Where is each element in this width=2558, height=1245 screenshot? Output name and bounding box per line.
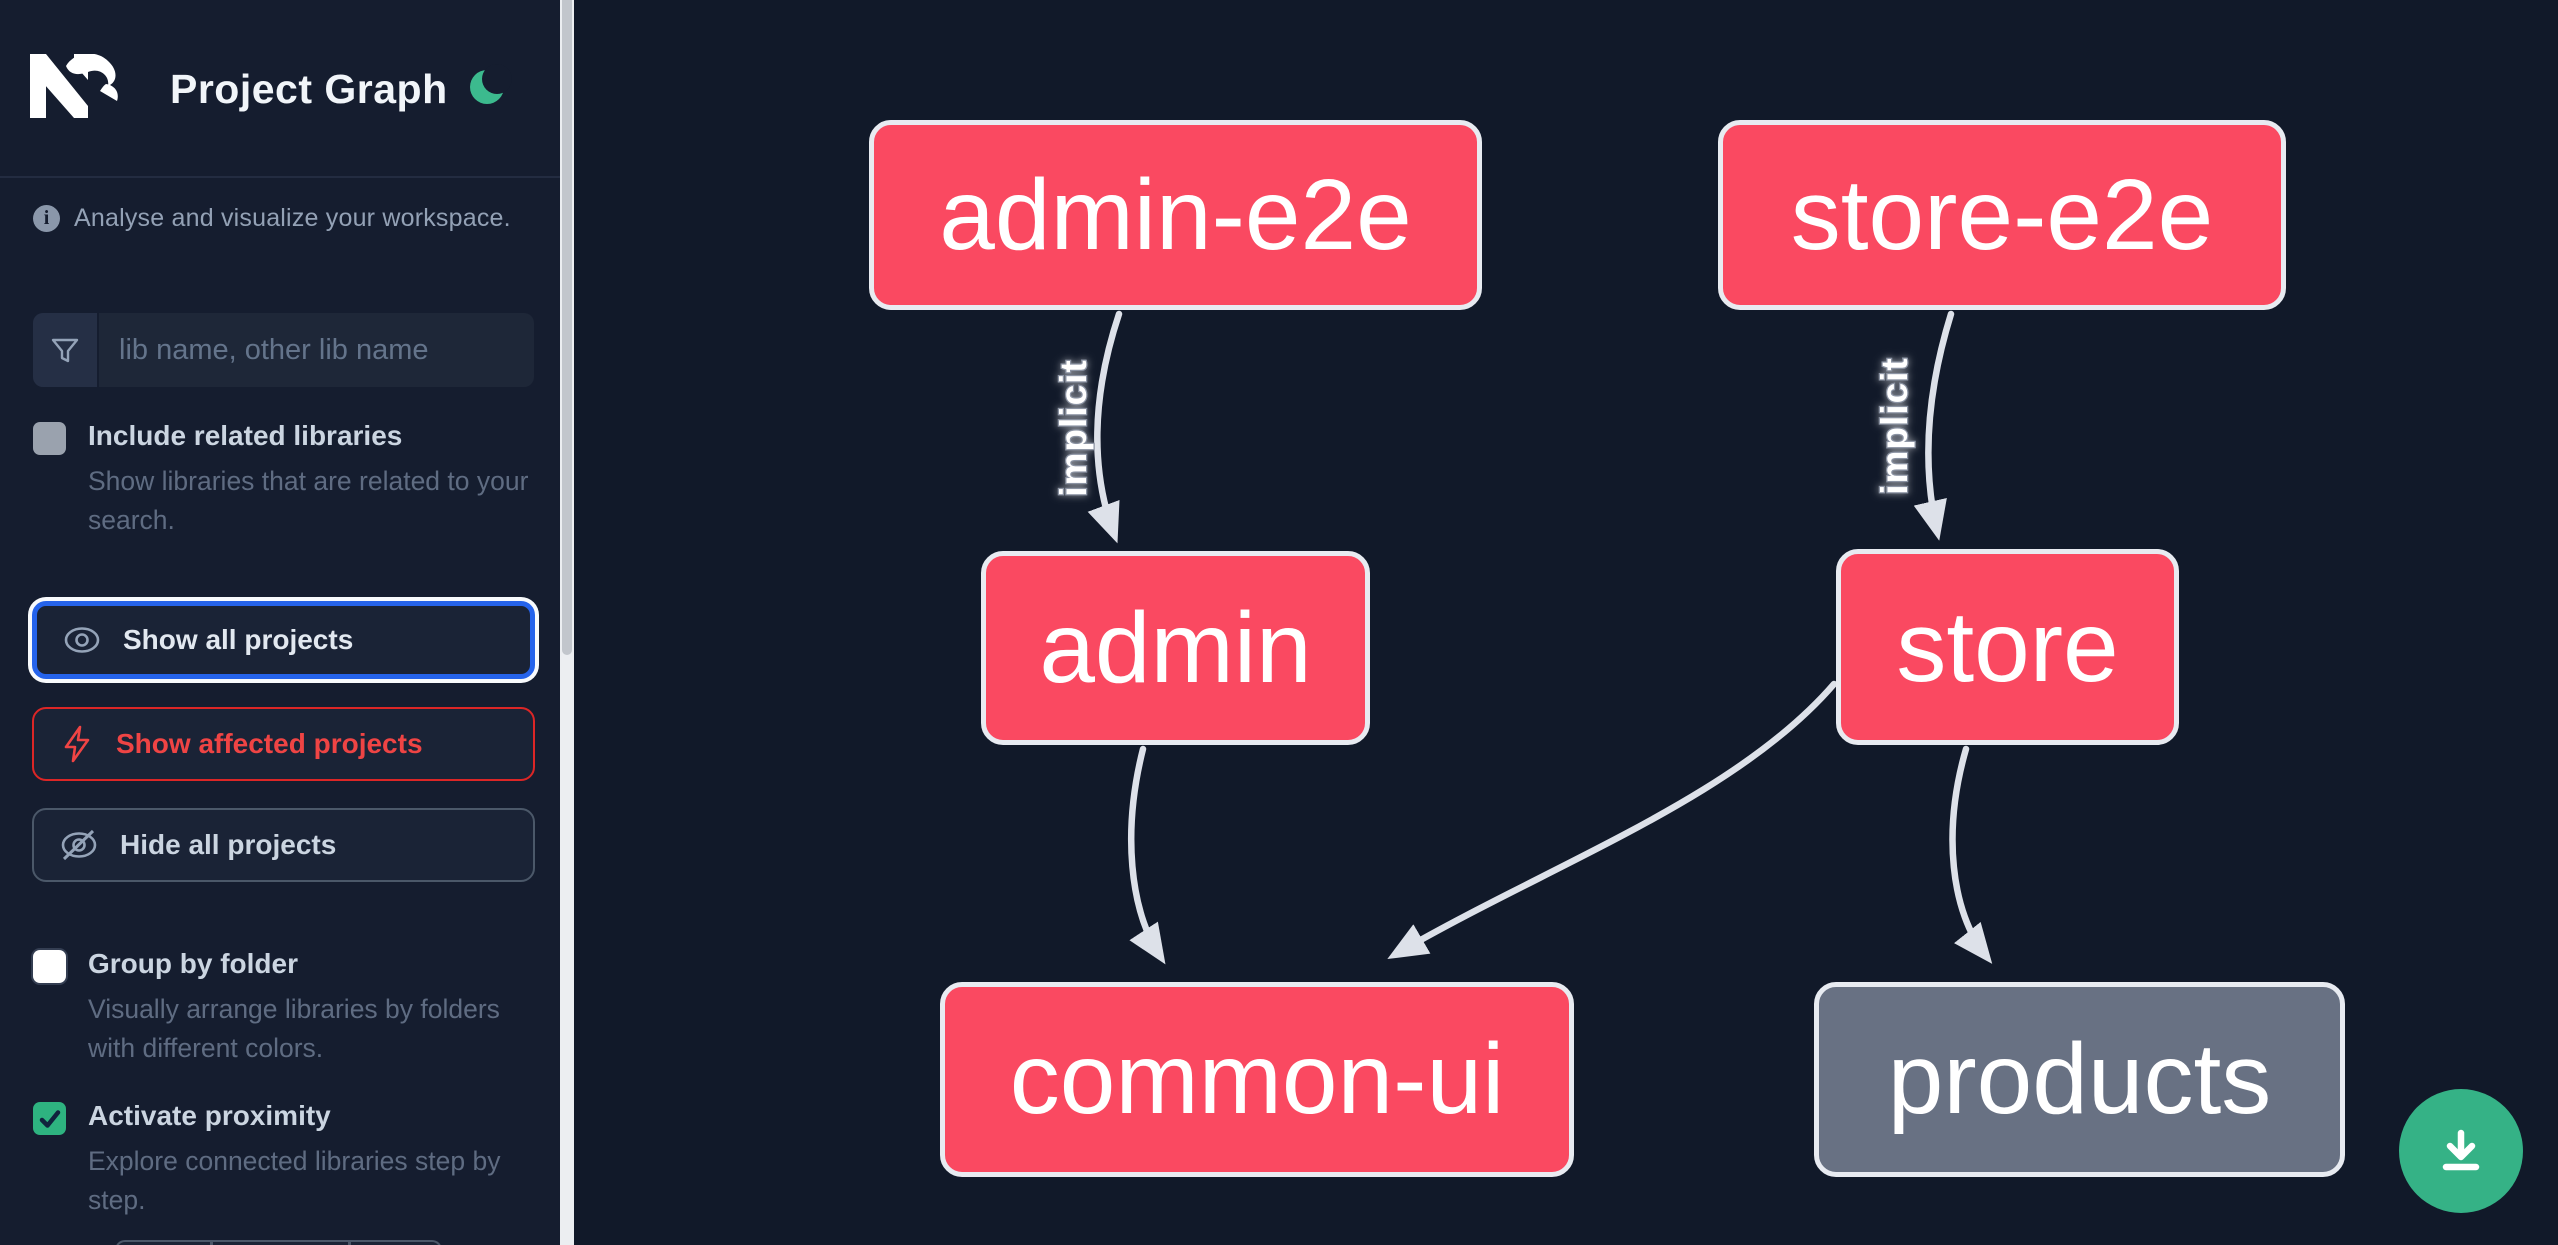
download-icon bbox=[2442, 1129, 2480, 1171]
edge-store-to-products bbox=[1949, 745, 1993, 964]
activate-proximity-description: Explore connected libraries step by step… bbox=[88, 1146, 501, 1215]
stepper-divider bbox=[210, 1242, 213, 1245]
filter-funnel-icon bbox=[33, 313, 99, 387]
include-related-description: Show libraries that are related to your … bbox=[88, 466, 529, 535]
activate-proximity-checkbox[interactable] bbox=[33, 1102, 66, 1135]
edge-store-to-common-ui bbox=[1387, 680, 1838, 960]
edge-store-e2e-to-store bbox=[1913, 310, 1955, 541]
activate-proximity-label: Activate proximity bbox=[88, 1100, 331, 1131]
show-all-projects-button[interactable]: Show all projects bbox=[32, 601, 535, 679]
edge-admin-to-common-ui bbox=[1128, 745, 1166, 965]
node-admin-e2e[interactable]: admin-e2e bbox=[869, 120, 1482, 310]
filter-input[interactable] bbox=[99, 313, 534, 387]
nx-logo-icon bbox=[30, 54, 118, 118]
dark-mode-toggle-moon-icon[interactable] bbox=[465, 62, 513, 110]
group-by-folder-label: Group by folder bbox=[88, 948, 298, 979]
edge-label-implicit: implicit bbox=[1053, 359, 1094, 497]
info-icon: i bbox=[33, 204, 60, 232]
node-common-ui[interactable]: common-ui bbox=[940, 982, 1574, 1177]
sidebar: Project Graph i Analyse and visualize yo… bbox=[0, 0, 560, 1245]
download-image-button[interactable] bbox=[2399, 1089, 2523, 1213]
hide-all-projects-button[interactable]: Hide all projects bbox=[32, 808, 535, 882]
group-by-folder-description: Visually arrange libraries by folders wi… bbox=[88, 994, 500, 1063]
include-related-checkbox[interactable] bbox=[33, 422, 66, 455]
hide-all-projects-label: Hide all projects bbox=[120, 829, 337, 860]
node-store[interactable]: store bbox=[1836, 549, 2179, 745]
node-admin[interactable]: admin bbox=[981, 551, 1370, 745]
proximity-depth-stepper[interactable] bbox=[115, 1240, 442, 1245]
group-by-folder-checkbox[interactable] bbox=[33, 950, 66, 983]
eye-icon bbox=[64, 627, 100, 653]
page-title: Project Graph bbox=[170, 66, 448, 112]
edge-label-implicit: implicit bbox=[1874, 357, 1915, 495]
checkmark-icon bbox=[39, 1109, 60, 1128]
lightning-bolt-icon bbox=[64, 725, 90, 763]
graph-canvas[interactable]: implicit implicit admin-e2e store-e2e ad… bbox=[574, 0, 2558, 1245]
sidebar-scrollbar[interactable] bbox=[560, 0, 574, 1245]
project-filter bbox=[33, 313, 534, 387]
sidebar-header: Project Graph bbox=[0, 0, 560, 178]
node-store-e2e[interactable]: store-e2e bbox=[1718, 120, 2286, 310]
include-related-label: Include related libraries bbox=[88, 420, 403, 451]
node-products[interactable]: products bbox=[1814, 982, 2345, 1177]
workspace-tagline: i Analyse and visualize your workspace. bbox=[33, 196, 533, 240]
show-all-projects-label: Show all projects bbox=[123, 624, 354, 655]
sidebar-scrollbar-thumb[interactable] bbox=[562, 0, 572, 655]
show-affected-projects-label: Show affected projects bbox=[116, 728, 423, 759]
edge-admin-e2e-to-admin bbox=[1087, 310, 1123, 544]
stepper-divider bbox=[348, 1242, 351, 1245]
eye-off-icon bbox=[61, 829, 97, 861]
graph-edges: implicit implicit bbox=[1052, 310, 1993, 965]
tagline-text: Analyse and visualize your workspace. bbox=[74, 203, 511, 232]
show-affected-projects-button[interactable]: Show affected projects bbox=[32, 707, 535, 781]
